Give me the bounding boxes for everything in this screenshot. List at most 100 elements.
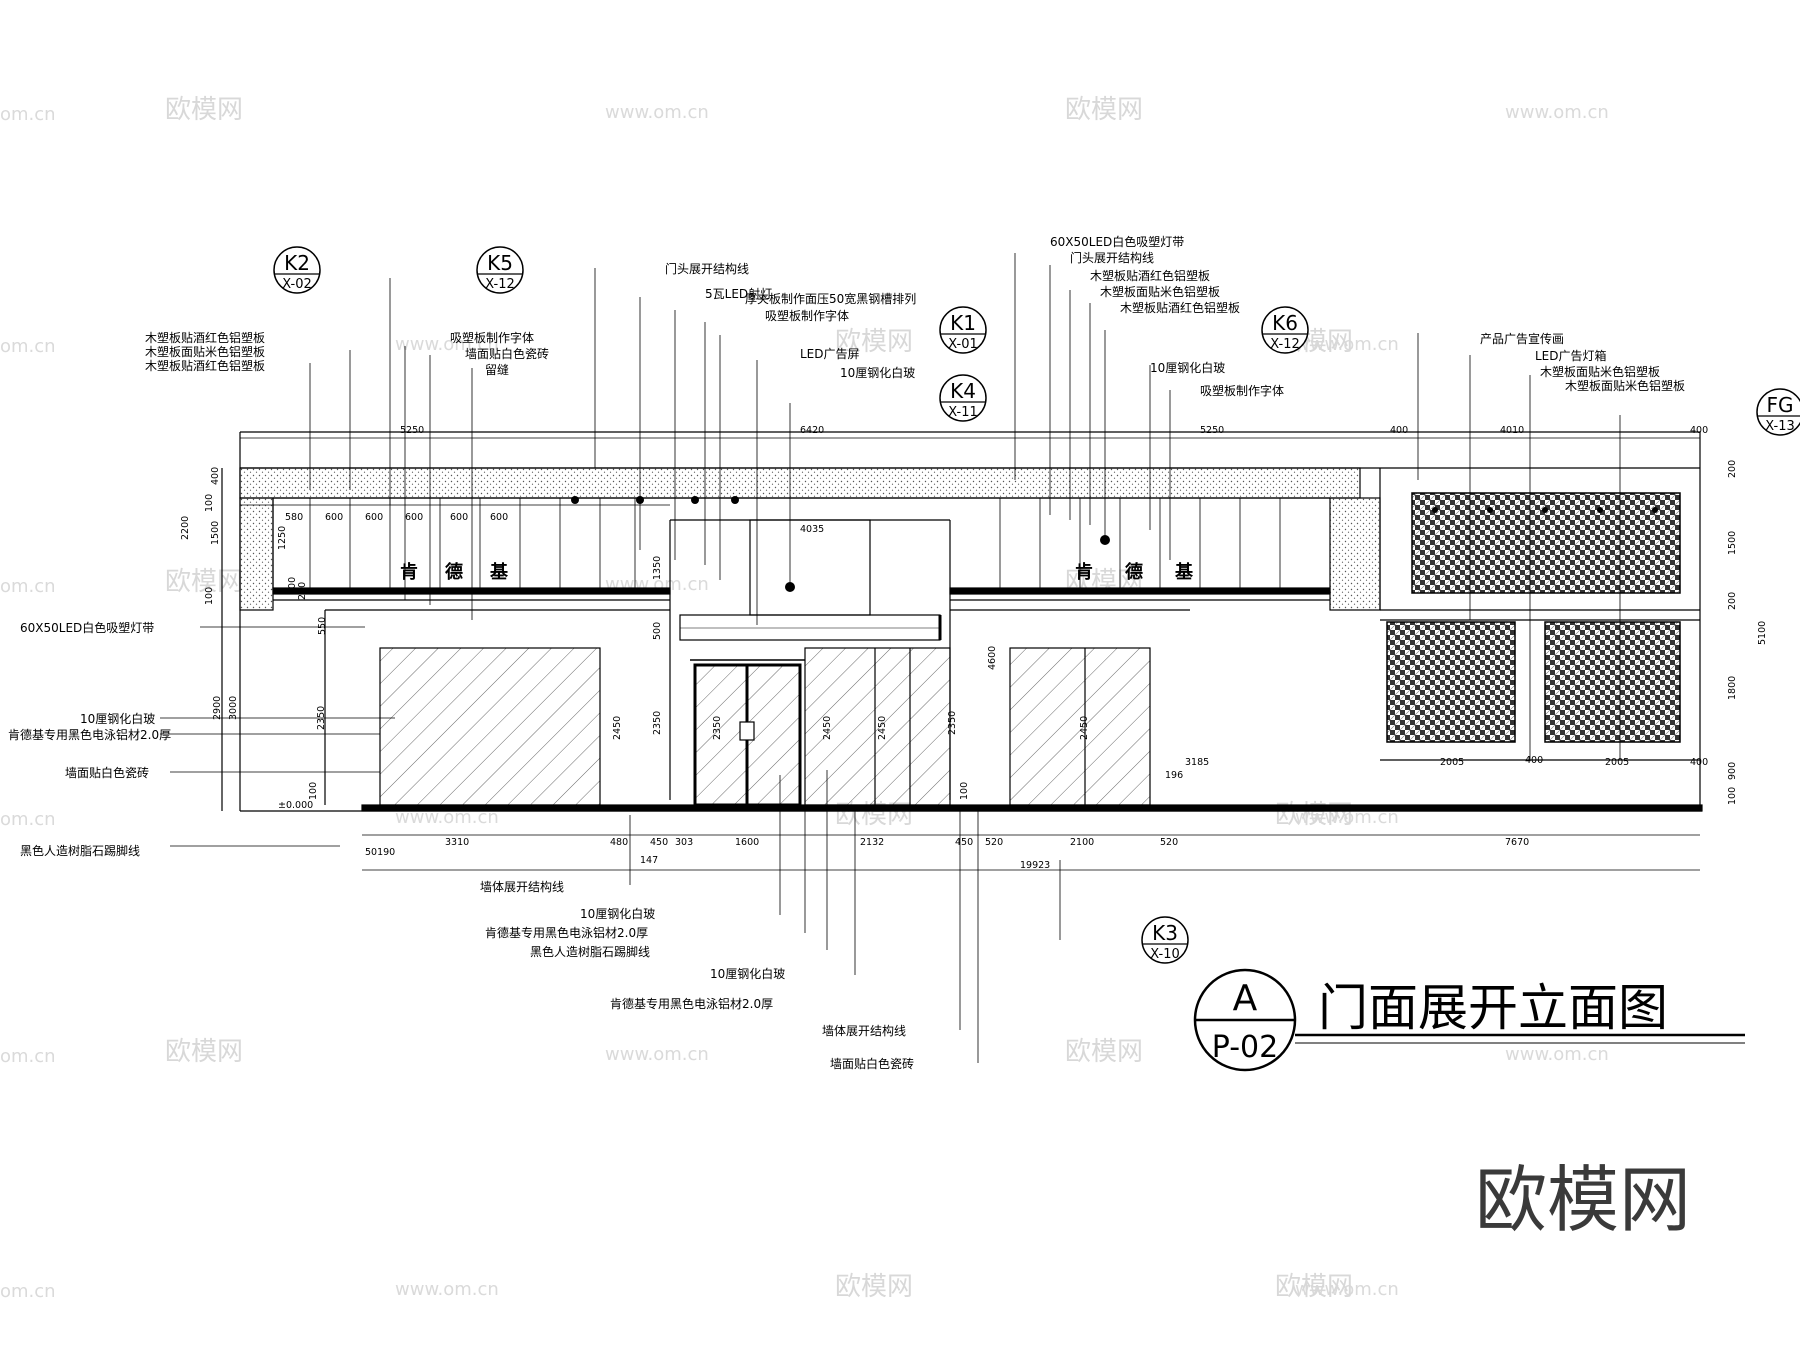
dim-top: 400 [1690, 425, 1708, 436]
section-tag-id: K5 [487, 251, 513, 275]
dim-ad: 2005 [1605, 757, 1629, 768]
dim-bottom: 2132 [860, 837, 884, 848]
svg-text:2450: 2450 [1079, 716, 1090, 740]
svg-text:900: 900 [1727, 762, 1738, 780]
annotation-label: 门头展开结构线 [665, 261, 749, 276]
dim-bottom: 303 [675, 837, 693, 848]
watermark-text: om.cn [0, 1046, 56, 1067]
watermark-text: 欧模网 [165, 95, 243, 125]
annotation-label: 墙体展开结构线 [822, 1023, 906, 1038]
annotation-label: 木塑板贴酒红色铝塑板 [1090, 268, 1210, 283]
annotation-label: 10厘钢化白玻 [1150, 360, 1225, 375]
annotation-label: 60X50LED白色吸塑灯带 [20, 620, 154, 635]
annotation-label: 墙面贴白色瓷砖 [465, 346, 549, 361]
section-tag: K3X-10 [1141, 916, 1189, 964]
sign-char: 德 [1125, 561, 1143, 583]
sign-char: 德 [445, 561, 463, 583]
svg-text:400: 400 [210, 467, 221, 485]
annotation-label: 木塑板贴酒红色铝塑板 [145, 358, 265, 373]
fascia-band-right [1329, 497, 1381, 611]
svg-text:1250: 1250 [277, 526, 288, 550]
dim-panel: 600 [405, 512, 423, 523]
annotation-label: 留缝 [485, 362, 509, 377]
watermark-text: www.om.cn [1505, 1044, 1609, 1065]
dim-top: 400 [1390, 425, 1408, 436]
svg-text:2350: 2350 [712, 716, 723, 740]
section-tag: K2X-02 [273, 246, 321, 294]
watermark-text: 欧模网 [1065, 95, 1143, 125]
svg-text:2350: 2350 [316, 706, 327, 730]
level-mark: ±0.000 [278, 800, 313, 811]
svg-text:200: 200 [287, 577, 298, 595]
watermark-text: 欧模网 [1275, 1272, 1353, 1302]
dim-panel: 600 [490, 512, 508, 523]
section-tag-ref: X-11 [948, 405, 978, 420]
sign-char: 基 [489, 561, 509, 583]
led-strip-left [272, 587, 671, 595]
svg-text:196: 196 [1165, 770, 1183, 781]
section-tag-ref: X-10 [1150, 947, 1180, 962]
watermark-text: www.om.cn [1505, 102, 1609, 123]
section-tag-id: K2 [284, 251, 310, 275]
section-tag-id: K6 [1272, 311, 1298, 335]
annotation-label: 木塑板贴酒红色铝塑板 [1120, 300, 1240, 315]
dim-top: 5250 [400, 425, 424, 436]
annotation-label: 墙面贴白色瓷砖 [830, 1056, 914, 1071]
fascia-band-left [239, 497, 274, 611]
svg-text:1350: 1350 [652, 556, 663, 580]
annotation-label: 吸塑板制作字体 [1200, 383, 1284, 398]
glass-window-3 [1009, 647, 1151, 806]
section-tag-ref: X-12 [485, 277, 515, 292]
watermark-layer: 欧模网 www.om.cn 欧模网 www.om.cn om.cn www.om.cn 欧模… [0, 95, 1609, 1302]
section-tag: FGX-13 [1756, 388, 1800, 436]
section-tag-circle [1141, 916, 1189, 964]
section-tag-id: K4 [950, 379, 976, 403]
annotation-label: 木塑板面贴米色铝塑板 [145, 344, 265, 359]
svg-text:2350: 2350 [947, 711, 958, 735]
svg-text:2450: 2450 [877, 716, 888, 740]
sign-char: 肯 [1075, 561, 1093, 583]
dim-panel: 600 [365, 512, 383, 523]
section-tag-ref: X-12 [1270, 337, 1300, 352]
watermark-text: om.cn [0, 336, 56, 357]
svg-text:100: 100 [204, 587, 215, 605]
annotation-label: 吸塑板制作字体 [450, 330, 534, 345]
annotation-label: 5瓦LED射灯 [705, 286, 772, 301]
glass-window-2 [804, 647, 951, 806]
watermark-text: 欧模网 [1065, 1037, 1143, 1067]
section-tag-circle [939, 306, 987, 354]
watermark-text: www.om.cn [605, 102, 709, 123]
section-tag: K4X-11 [939, 374, 987, 422]
section-tag-id: K3 [1152, 921, 1178, 945]
ad-poster-1 [1386, 621, 1516, 743]
dim-door-top: 4035 [800, 524, 824, 535]
dim-bottom: 520 [985, 837, 1003, 848]
annotation-label: 肯德基专用黑色电泳铝材2.0厚 [485, 925, 648, 940]
sign-char: 肯 [400, 561, 418, 583]
section-tag-circle [1261, 306, 1309, 354]
dimension-texts: 5250 6420 5250 400 4010 400 580 600 600 … [278, 425, 1708, 871]
watermark-text: www.om.cn [605, 1044, 709, 1065]
svg-text:500: 500 [652, 622, 663, 640]
annotation-label: 10厘钢化白玻 [80, 711, 155, 726]
section-tag: K1X-01 [939, 306, 987, 354]
svg-text:100: 100 [959, 782, 970, 800]
section-tag-ref: X-01 [948, 337, 978, 352]
dim-bottom: 450 [650, 837, 668, 848]
dim-bottom: 7670 [1505, 837, 1529, 848]
section-tag-id: FG [1766, 393, 1793, 417]
svg-text:2900: 2900 [212, 696, 223, 720]
ad-poster-2 [1544, 621, 1681, 743]
annotation-label: 10厘钢化白玻 [840, 365, 915, 380]
fascia-band-upper [239, 467, 1361, 499]
annotation-label: 肯德基专用黑色电泳铝材2.0厚 [610, 996, 773, 1011]
section-tag-ref: X-02 [282, 277, 312, 292]
watermark-text: www.om.cn [395, 1279, 499, 1300]
dim-bottom: 450 [955, 837, 973, 848]
dim-bottom: 1600 [735, 837, 759, 848]
annotation-label: 60X50LED白色吸塑灯带 [1050, 234, 1184, 249]
glass-window-1 [379, 647, 601, 806]
svg-text:2450: 2450 [822, 716, 833, 740]
annotation-label: 木塑板面贴米色铝塑板 [1565, 378, 1685, 393]
svg-text:1500: 1500 [210, 521, 221, 545]
